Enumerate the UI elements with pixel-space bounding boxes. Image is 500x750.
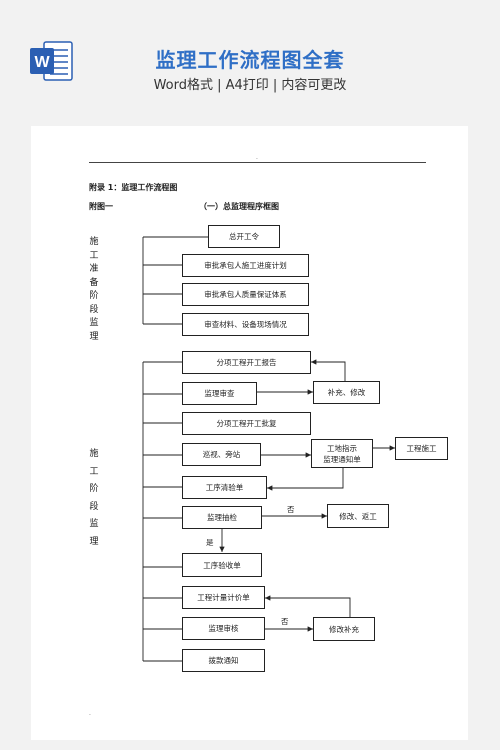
figure-label: 附图一 [89, 202, 113, 211]
header-rule [89, 162, 426, 163]
phase-char: 工 [89, 466, 99, 477]
word-document-icon: W [30, 41, 73, 81]
word-icon-letter: W [34, 54, 50, 71]
supervision-review-box: 监理审查 [182, 382, 257, 405]
page-title: 监理工作流程图全套 [155, 48, 345, 72]
phase-char: 阶 [89, 484, 99, 494]
measurement-sheet-box: 工程计量计价单 [182, 586, 265, 609]
approve-quality-box: 审批承包人质量保证体系 [182, 283, 309, 306]
construction-box: 工程施工 [395, 437, 448, 460]
review-materials-box: 审查材料、设备现场情况 [182, 313, 309, 336]
supervision-audit-box: 监理审核 [182, 617, 265, 640]
bottom-dot: · [89, 712, 91, 719]
phase-char: 段 [89, 304, 99, 315]
sub-start-report-box: 分项工程开工报告 [182, 351, 311, 374]
phase-char: 段 [89, 501, 99, 512]
document-page: · 附录 1：监理工作流程图 附图一 （一）总监理程序框图 施工准备阶段监理 施… [31, 126, 468, 740]
phase-char: 施 [89, 237, 99, 247]
phase-char: 工 [89, 250, 99, 261]
phase-char: 阶 [89, 291, 99, 301]
no-label-1: 否 [287, 505, 295, 514]
phase-char: 施 [89, 449, 99, 459]
process-acceptance-box: 工序验收单 [182, 553, 262, 577]
site-instruction-box: 工地指示 监理通知单 [311, 439, 373, 468]
no-label-2: 否 [281, 617, 289, 626]
phase-prep-label: 施工准备阶段监理 [88, 236, 100, 344]
phase-char: 理 [89, 331, 99, 342]
flow-lines [142, 236, 395, 662]
phase-construction-label: 施工阶段监理 [88, 446, 100, 551]
sub-start-approval-box: 分项工程开工批复 [182, 412, 311, 435]
start-order-box: 总开工令 [208, 225, 280, 248]
phase-char: 监 [89, 318, 99, 328]
supervision-sampling-box: 监理抽检 [182, 506, 262, 529]
phase-char: 理 [89, 536, 99, 547]
patrol-station-box: 巡视、旁站 [182, 443, 261, 466]
supplement-revise-box: 补充、修改 [313, 381, 380, 404]
payment-notice-box: 拨款通知 [182, 649, 265, 672]
revise-rework-box: 修改、返工 [327, 504, 389, 528]
appendix-label: 附录 1：监理工作流程图 [89, 183, 178, 192]
page-subtitle: Word格式 | A4打印 | 内容可更改 [153, 78, 347, 93]
phase-char: 监 [89, 519, 99, 529]
approve-schedule-box: 审批承包人施工进度计划 [182, 254, 309, 277]
revise-supplement-box: 修改补充 [313, 617, 375, 641]
yes-label: 是 [206, 538, 214, 547]
page-header: W 监理工作流程图全套 Word格式 | A4打印 | 内容可更改 [0, 0, 500, 122]
phase-char: 备 [89, 277, 99, 288]
process-inspection-box: 工序清验单 [182, 476, 267, 499]
section-title: （一）总监理程序框图 [199, 202, 279, 211]
phase-char: 准 [89, 264, 99, 274]
top-dot: · [256, 156, 258, 163]
